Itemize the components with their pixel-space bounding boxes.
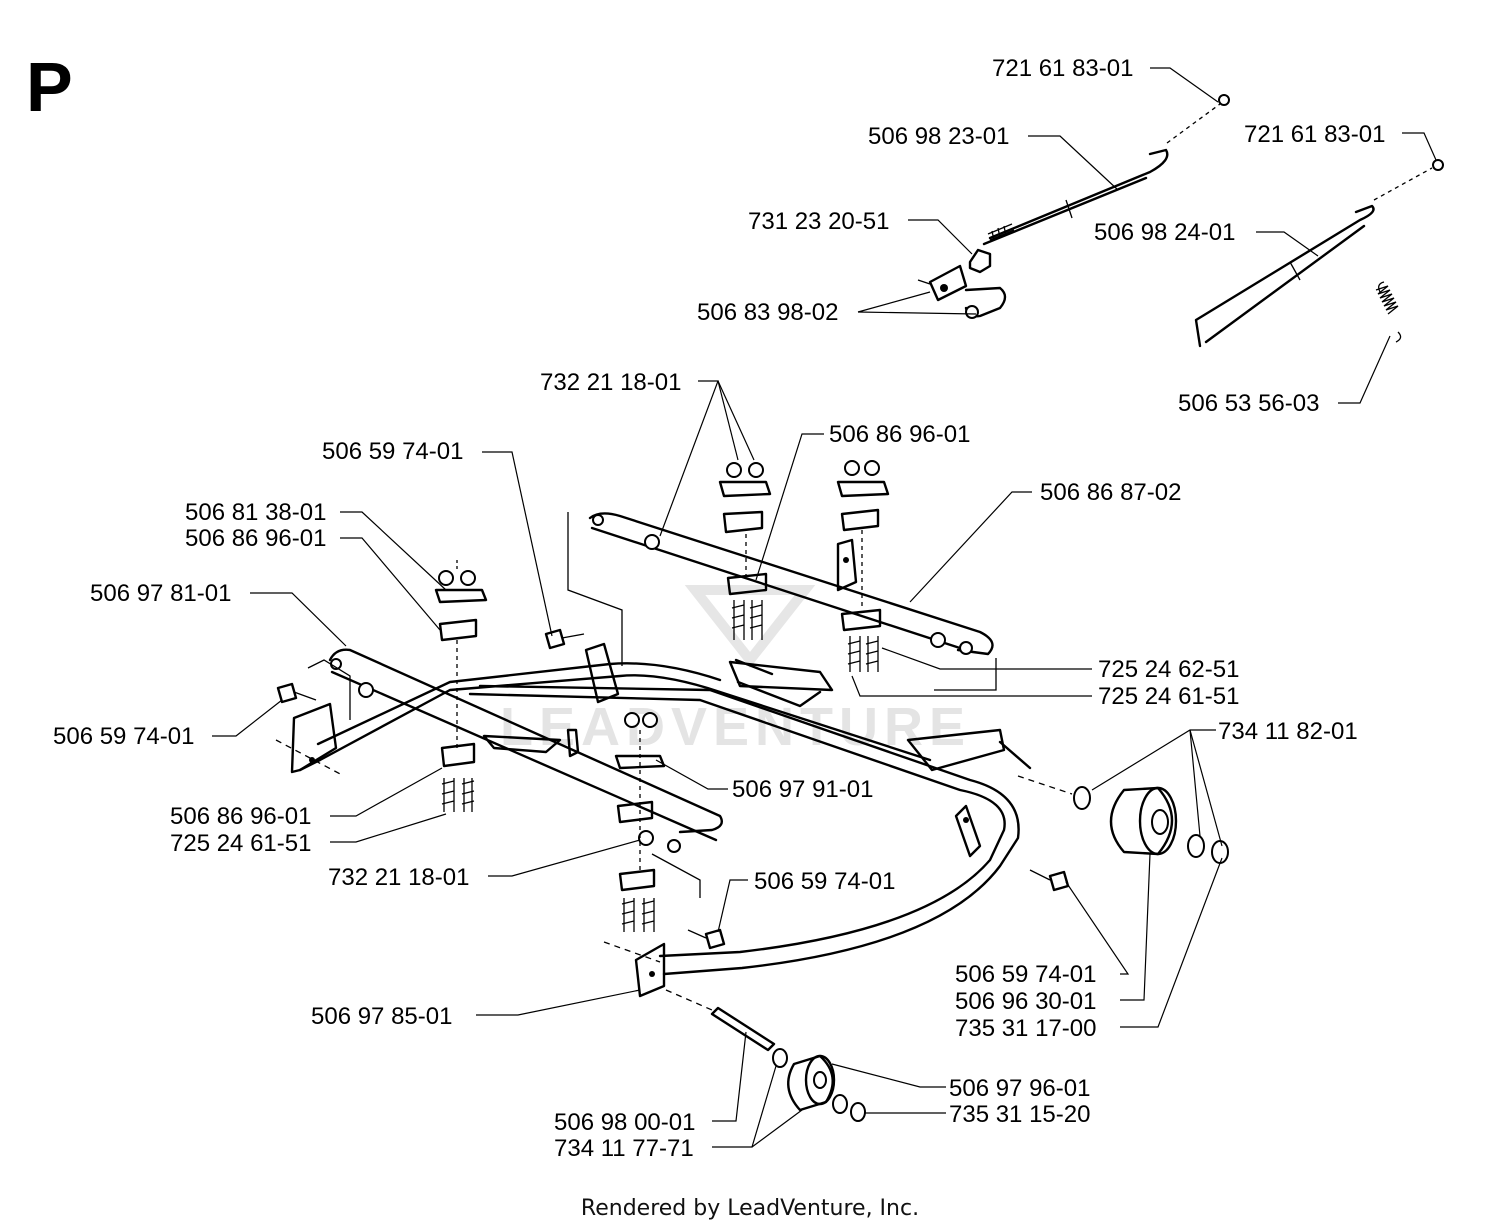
fasteners <box>276 534 1070 950</box>
callout-label: 734 11 77-71 <box>554 1135 694 1162</box>
tension-spring <box>1375 281 1402 343</box>
callout-label: 506 98 00-01 <box>554 1109 695 1136</box>
callout-label: 506 59 74-01 <box>53 723 194 750</box>
clamp-stack-rear-right <box>836 460 890 672</box>
leader-lines <box>212 67 1437 1148</box>
callout-label: 506 98 24-01 <box>1094 219 1235 246</box>
section-letter: P <box>26 48 73 126</box>
callout-label: 506 98 23-01 <box>868 123 1009 150</box>
clevis-assembly <box>917 264 1007 319</box>
callout-label: 506 97 96-01 <box>949 1075 1090 1102</box>
callout-label: 725 24 61-51 <box>1098 683 1239 710</box>
callout-label: 735 31 15-20 <box>949 1101 1090 1128</box>
adjuster-nut <box>968 248 992 274</box>
main-frame <box>290 642 1032 998</box>
footer-credit: Rendered by LeadVenture, Inc. <box>580 1196 920 1221</box>
callout-label: 506 86 87-02 <box>1040 479 1181 506</box>
callout-label: 725 24 62-51 <box>1098 656 1239 683</box>
callout-label: 731 23 20-51 <box>748 208 889 235</box>
callout-label: 506 96 30-01 <box>955 988 1096 1015</box>
callout-label: 506 97 85-01 <box>311 1003 452 1030</box>
rear-wheel <box>1073 786 1229 864</box>
callout-label: 732 21 18-01 <box>540 369 681 396</box>
callout-label: 506 86 96-01 <box>829 421 970 448</box>
callout-label: 506 97 81-01 <box>90 580 231 607</box>
callout-labels: 721 61 83-01 506 98 23-01 721 61 83-01 7… <box>53 55 1385 1162</box>
callout-label: 506 97 91-01 <box>732 776 873 803</box>
callout-label: 506 86 96-01 <box>185 525 326 552</box>
callout-label: 725 24 61-51 <box>170 830 311 857</box>
callout-label: 506 86 96-01 <box>170 803 311 830</box>
callout-label: 506 59 74-01 <box>955 961 1096 988</box>
callout-label: 732 21 18-01 <box>328 864 469 891</box>
callout-label: 721 61 83-01 <box>1244 121 1385 148</box>
callout-label: 506 83 98-02 <box>697 299 838 326</box>
callout-label: 735 31 17-00 <box>955 1015 1096 1042</box>
linkage-rod-lower <box>1194 159 1444 348</box>
front-wheel <box>710 1006 866 1122</box>
rear-support-bar <box>567 512 997 691</box>
clamp-stack-center <box>614 712 666 932</box>
callout-label: 506 81 38-01 <box>185 499 326 526</box>
clamp-stack-left <box>434 560 488 812</box>
callout-label: 506 59 74-01 <box>322 438 463 465</box>
clamp-stack-rear-left <box>718 462 772 640</box>
callout-label: 721 61 83-01 <box>992 55 1133 82</box>
linkage-rod-upper <box>982 94 1230 246</box>
callout-label: 506 59 74-01 <box>754 868 895 895</box>
callout-label: 506 53 56-03 <box>1178 390 1319 417</box>
callout-label: 734 11 82-01 <box>1218 718 1358 745</box>
